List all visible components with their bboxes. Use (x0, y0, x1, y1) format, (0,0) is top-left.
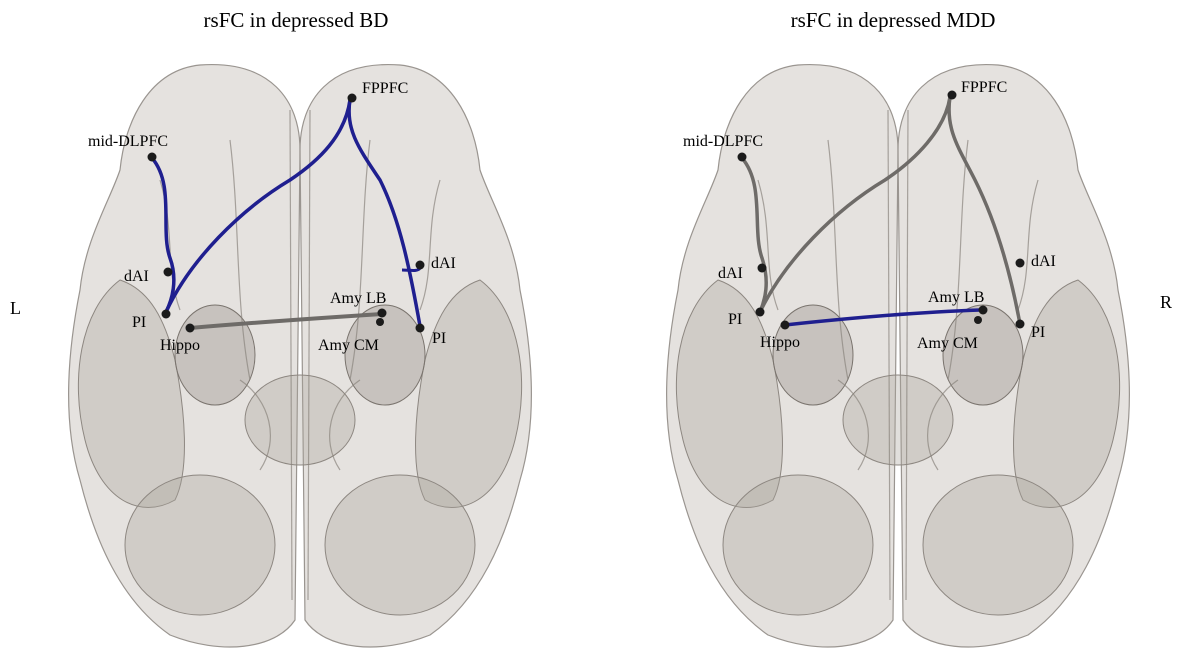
side-label-right: R (1160, 292, 1172, 312)
brain-illustration (69, 65, 532, 647)
label-amy-cm: Amy CM (318, 337, 379, 354)
label-pi-right: PI (432, 330, 446, 347)
node-dai-left (164, 268, 173, 277)
node-amy-cm (974, 316, 982, 324)
panel-mdd: rsFC in depressed MDD FPPFC mid-DLPFC dA… (667, 8, 1130, 647)
node-dai-right (1016, 259, 1025, 268)
label-hippo: Hippo (760, 334, 800, 351)
label-dai-left: dAI (718, 265, 743, 282)
label-pi-right: PI (1031, 324, 1045, 341)
node-pi-left (756, 308, 765, 317)
panel-title: rsFC in depressed BD (204, 8, 389, 32)
label-amy-lb: Amy LB (330, 290, 386, 307)
label-dai-right: dAI (431, 255, 456, 272)
node-fppfc (348, 94, 357, 103)
label-fppfc: FPPFC (362, 80, 408, 97)
side-label-left: L (10, 298, 21, 318)
brain-illustration (667, 65, 1130, 647)
label-hippo: Hippo (160, 337, 200, 354)
node-amy-cm (376, 318, 384, 326)
label-mid-dlpfc: mid-DLPFC (88, 133, 168, 150)
panel-bd: rsFC in depressed BD FPPFC mid-DLPFC dAI… (69, 8, 532, 647)
node-pi-left (162, 310, 171, 319)
label-amy-lb: Amy LB (928, 289, 984, 306)
node-hippo (781, 321, 790, 330)
node-dai-left (758, 264, 767, 273)
label-dai-right: dAI (1031, 253, 1056, 270)
node-amy-lb (378, 309, 387, 318)
label-fppfc: FPPFC (961, 79, 1007, 96)
label-pi-left: PI (132, 314, 146, 331)
node-mid-dlpfc (738, 153, 747, 162)
panel-title: rsFC in depressed MDD (791, 8, 996, 32)
node-mid-dlpfc (148, 153, 157, 162)
node-hippo (186, 324, 195, 333)
node-pi-right (416, 324, 425, 333)
label-amy-cm: Amy CM (917, 335, 978, 352)
label-dai-left: dAI (124, 268, 149, 285)
node-dai-right (416, 261, 425, 270)
node-amy-lb (979, 306, 988, 315)
node-fppfc (948, 91, 957, 100)
node-pi-right (1016, 320, 1025, 329)
label-pi-left: PI (728, 311, 742, 328)
label-mid-dlpfc: mid-DLPFC (683, 133, 763, 150)
